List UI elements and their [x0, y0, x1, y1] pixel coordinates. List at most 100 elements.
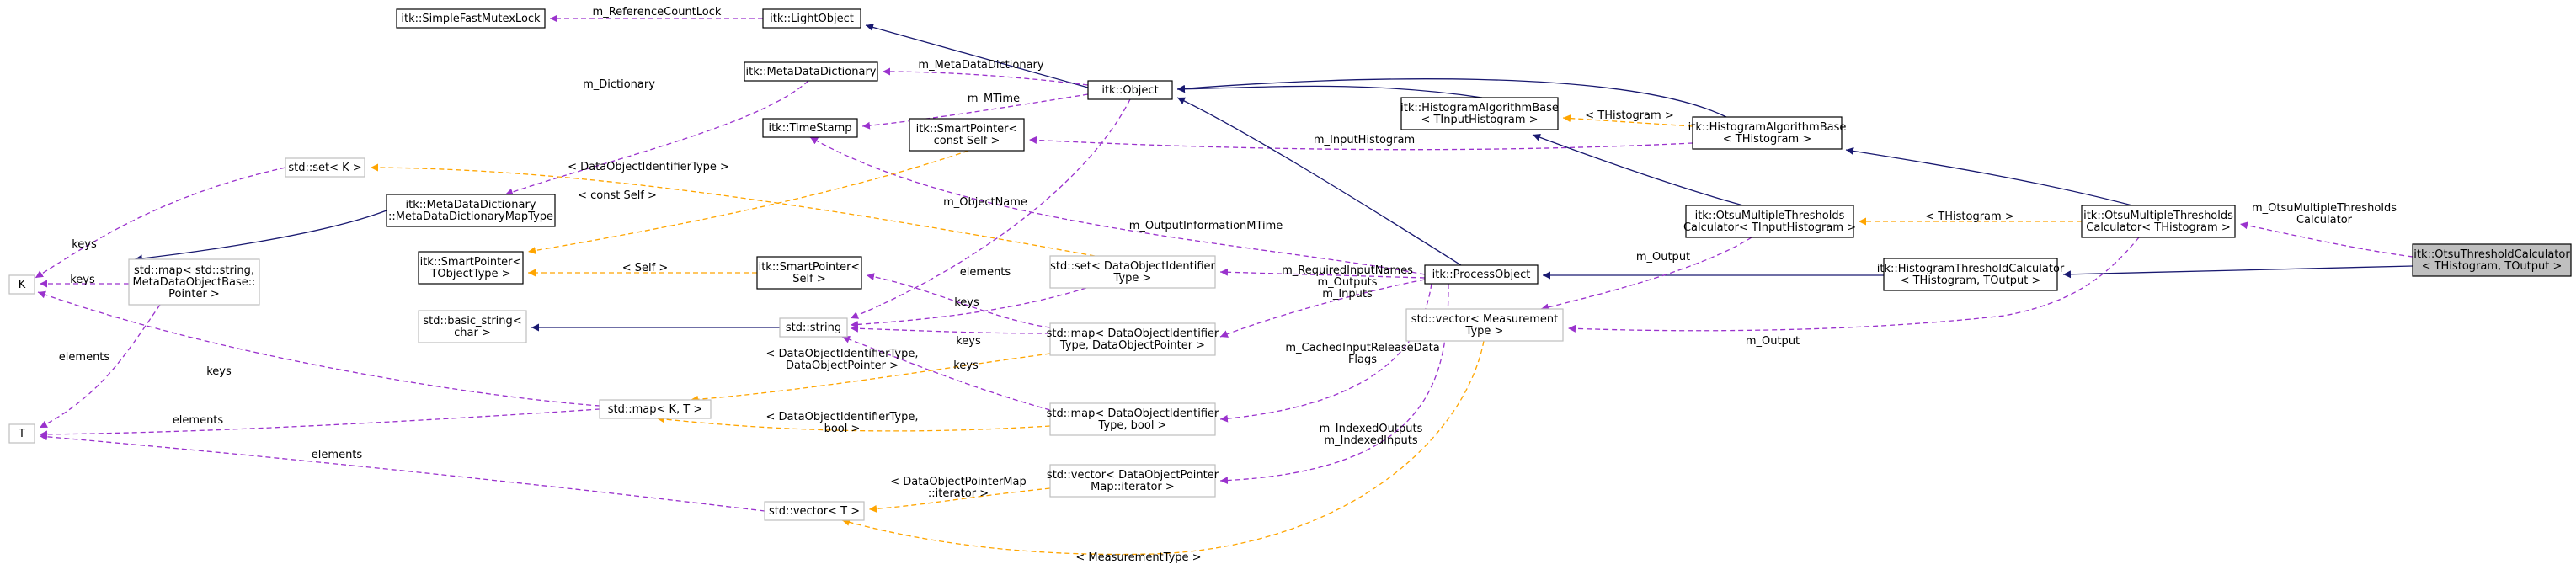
edge-keys-5-usage: [35, 167, 286, 279]
edge-label-line: < DataObjectIdentifierType >: [568, 161, 729, 173]
edge-const-self-template: [527, 150, 969, 254]
node-smart-pointer-tobjecttype[interactable]: itk::SmartPointer<TObjectType >: [418, 251, 524, 285]
edge-label-line: elements: [59, 351, 110, 364]
node-label-line: itk::SmartPointer<: [916, 123, 1018, 136]
node-histogram-algorithm-base-t[interactable]: itk::HistogramAlgorithmBase< THistogram …: [1688, 116, 1847, 150]
edge-label-line: m_OutputInformationMTime: [1129, 220, 1283, 232]
edge-label-elements-1: elements: [960, 266, 1011, 279]
node-std-string[interactable]: std::string: [779, 317, 848, 338]
node-label-line: itk::OtsuThresholdCalculator: [2413, 248, 2570, 261]
node-label-line: std::map< DataObjectIdentifier: [1047, 327, 1219, 340]
edge-label-thistogram-2: < THistogram >: [1585, 109, 1673, 122]
node-label: std::map< K, T >: [608, 403, 703, 416]
edge-label-line: keys: [953, 359, 979, 372]
edge-label-line: elements: [960, 266, 1011, 279]
edge-line: [861, 93, 1089, 130]
edge-label-m-output-information-mtime: m_OutputInformationMTime: [1129, 220, 1283, 232]
edge-label-line: m_Inputs: [1322, 288, 1373, 301]
edge-m-meta-data-dictionary-usage: [882, 67, 1089, 86]
node-label-line: std::set< DataObjectIdentifier: [1050, 260, 1215, 273]
node-label-line: Self >: [792, 273, 825, 285]
node-box: [2412, 243, 2572, 277]
node-time-stamp[interactable]: itk::TimeStamp: [762, 118, 858, 138]
edge-m-dictionary-usage: [504, 80, 809, 196]
node-simple-fast-mutex-lock[interactable]: itk::SimpleFastMutexLock: [396, 8, 546, 29]
edge-label-line: keys: [954, 296, 979, 309]
node-label: std::set< K >: [288, 162, 361, 174]
node-std-set-k[interactable]: std::set< K >: [285, 157, 365, 178]
edge-label-self: < Self >: [622, 262, 669, 274]
edge-m-output-2-usage: [1567, 237, 2140, 333]
edge-label-keys-2: keys: [954, 296, 979, 309]
node-label-line: itk::OtsuMultipleThresholds: [2083, 210, 2233, 222]
edge-label-line: < MeasurementType >: [1075, 551, 1201, 564]
edge-line: [2062, 265, 2413, 279]
node-label: itk::OtsuThresholdCalculator< THistogram…: [2413, 248, 2570, 273]
edge-line: [1567, 237, 2140, 333]
node-meta-data-dictionary[interactable]: itk::MetaDataDictionary: [744, 61, 878, 82]
edge-label-line: < DataObjectPointerMap: [890, 476, 1026, 488]
node-smart-pointer-self[interactable]: itk::SmartPointer<Self >: [756, 256, 862, 290]
edge-label-line: m_MTime: [968, 93, 1020, 105]
edge-label-dataobjectidentifiertype-pointer: < DataObjectIdentifierType,DataObjectPoi…: [766, 348, 919, 372]
edge-line: [1219, 279, 1426, 338]
edge-line: [850, 324, 1051, 334]
node-box: [764, 501, 865, 521]
node-label-line: itk::HistogramThresholdCalculator: [1877, 263, 2065, 275]
edge-elements-2-usage: [39, 304, 161, 429]
node-label: itk::ProcessObject: [1432, 269, 1531, 281]
edge-keys-1-usage: [37, 290, 600, 407]
node-box: [128, 258, 260, 306]
node-object[interactable]: itk::Object: [1087, 80, 1173, 100]
node-meta-data-dictionary-map-type[interactable]: itk::MetaDataDictionary::MetaDataDiction…: [386, 194, 556, 227]
edge-label-line: keys: [206, 365, 232, 378]
node-box: [285, 157, 365, 178]
node-label-line: std::vector< T >: [769, 505, 860, 518]
node-t[interactable]: T: [8, 423, 35, 444]
node-std-basic-string[interactable]: std::basic_string<char >: [418, 310, 527, 343]
edge-dataobjectidentifiertype-bool-template: [656, 415, 1051, 432]
node-histogram-algorithm-base-tinput[interactable]: itk::HistogramAlgorithmBase< TInputHisto…: [1400, 97, 1559, 130]
node-std-map-string-metadata[interactable]: std::map< std::string,MetaDataObjectBase…: [128, 258, 260, 306]
node-label-line: < THistogram, TOutput >: [2422, 260, 2563, 273]
node-k[interactable]: K: [8, 274, 35, 295]
node-histogram-threshold-calculator[interactable]: itk::HistogramThresholdCalculator< THist…: [1877, 258, 2065, 291]
node-light-object[interactable]: itk::LightObject: [762, 8, 861, 29]
node-smart-pointer-const-self[interactable]: itk::SmartPointer<const Self >: [909, 118, 1025, 152]
node-box: [762, 8, 861, 29]
node-label-line: itk::SimpleFastMutexLock: [401, 13, 541, 25]
edge-label-m-output-2: m_Output: [1746, 335, 1800, 348]
edge-label-line: m_ObjectName: [943, 196, 1027, 209]
node-label: itk::HistogramAlgorithmBase< TInputHisto…: [1400, 102, 1559, 126]
node-box: [779, 317, 848, 338]
edge-line: [865, 24, 1089, 88]
edge-dataobjectidentifiertype-pointer-template: [690, 353, 1051, 403]
node-box: [756, 256, 862, 290]
edge-label-line: < THistogram >: [1925, 210, 2013, 223]
edge-thistogram-2-template: [1562, 114, 1693, 127]
edge-line: [1219, 283, 1432, 423]
edge-label-keys-6: keys: [70, 274, 95, 286]
node-std-vector-t[interactable]: std::vector< T >: [764, 501, 865, 521]
edge-m-otsu-multiple-thresholds-calculator-usage: [2239, 221, 2413, 258]
node-label: itk::HistogramAlgorithmBase< THistogram …: [1688, 121, 1847, 146]
node-std-map-k-t[interactable]: std::map< K, T >: [599, 399, 712, 419]
node-process-object[interactable]: itk::ProcessObject: [1424, 264, 1539, 285]
edge-label-line: elements: [312, 449, 363, 461]
node-label-line: Type, DataObjectPointer >: [1059, 339, 1205, 352]
edge-line: [370, 163, 1096, 257]
node-box: [1405, 308, 1564, 342]
edge-label-line: keys: [72, 238, 97, 251]
node-box: [744, 61, 878, 82]
edge-elements-1-usage: [866, 273, 1051, 328]
